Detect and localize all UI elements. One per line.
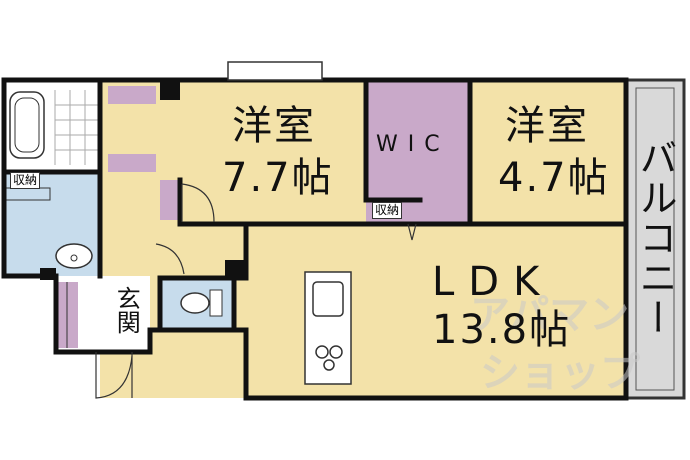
storage-ldk-label: 収納 — [372, 202, 403, 220]
doors — [95, 183, 417, 399]
wall-pillar-2 — [225, 260, 245, 280]
washbasin — [55, 243, 93, 269]
western-room-1-floor — [180, 80, 366, 224]
wic-label: WIC — [376, 132, 450, 157]
western-room-2-name: 洋室 — [505, 103, 589, 149]
kitchen-sink — [312, 281, 344, 317]
bathroom-tiles — [54, 90, 100, 165]
ldk-name: LDK — [432, 259, 554, 305]
watermark-line-1: アパマン — [470, 292, 630, 338]
room1-closet — [160, 180, 180, 220]
washroom-storage — [5, 187, 51, 201]
storage-bath-label: 収納 — [10, 172, 41, 190]
walls — [1, 77, 629, 401]
hall-closet — [108, 86, 156, 104]
watermark-line-2: ショップ — [480, 350, 640, 396]
toilet-bowl — [180, 292, 210, 314]
stove-burner-3 — [323, 359, 335, 371]
ldk-size: 13.8帖 — [432, 307, 572, 353]
western-room-1-name: 洋室 — [232, 103, 316, 149]
entrance-label: 玄関 — [112, 286, 141, 334]
western-room-1-size: 7.7帖 — [222, 155, 334, 201]
wall-pillar-3 — [40, 268, 56, 280]
stove-burner-1 — [315, 345, 329, 359]
wall-pillar-1 — [160, 80, 180, 100]
balcony-inner — [635, 87, 675, 391]
toilet-tank — [209, 289, 223, 317]
balcony-label: バルコニー — [633, 138, 677, 338]
hall-closet-2 — [108, 154, 156, 172]
window-ledge — [227, 61, 323, 81]
entrance-floor — [78, 276, 150, 352]
western-room-2-floor — [470, 80, 626, 224]
stove-burner-2 — [329, 345, 343, 359]
western-room-2-size: 4.7帖 — [498, 155, 610, 201]
washbasin-drain — [70, 254, 78, 262]
bathtub-inner — [14, 97, 40, 153]
